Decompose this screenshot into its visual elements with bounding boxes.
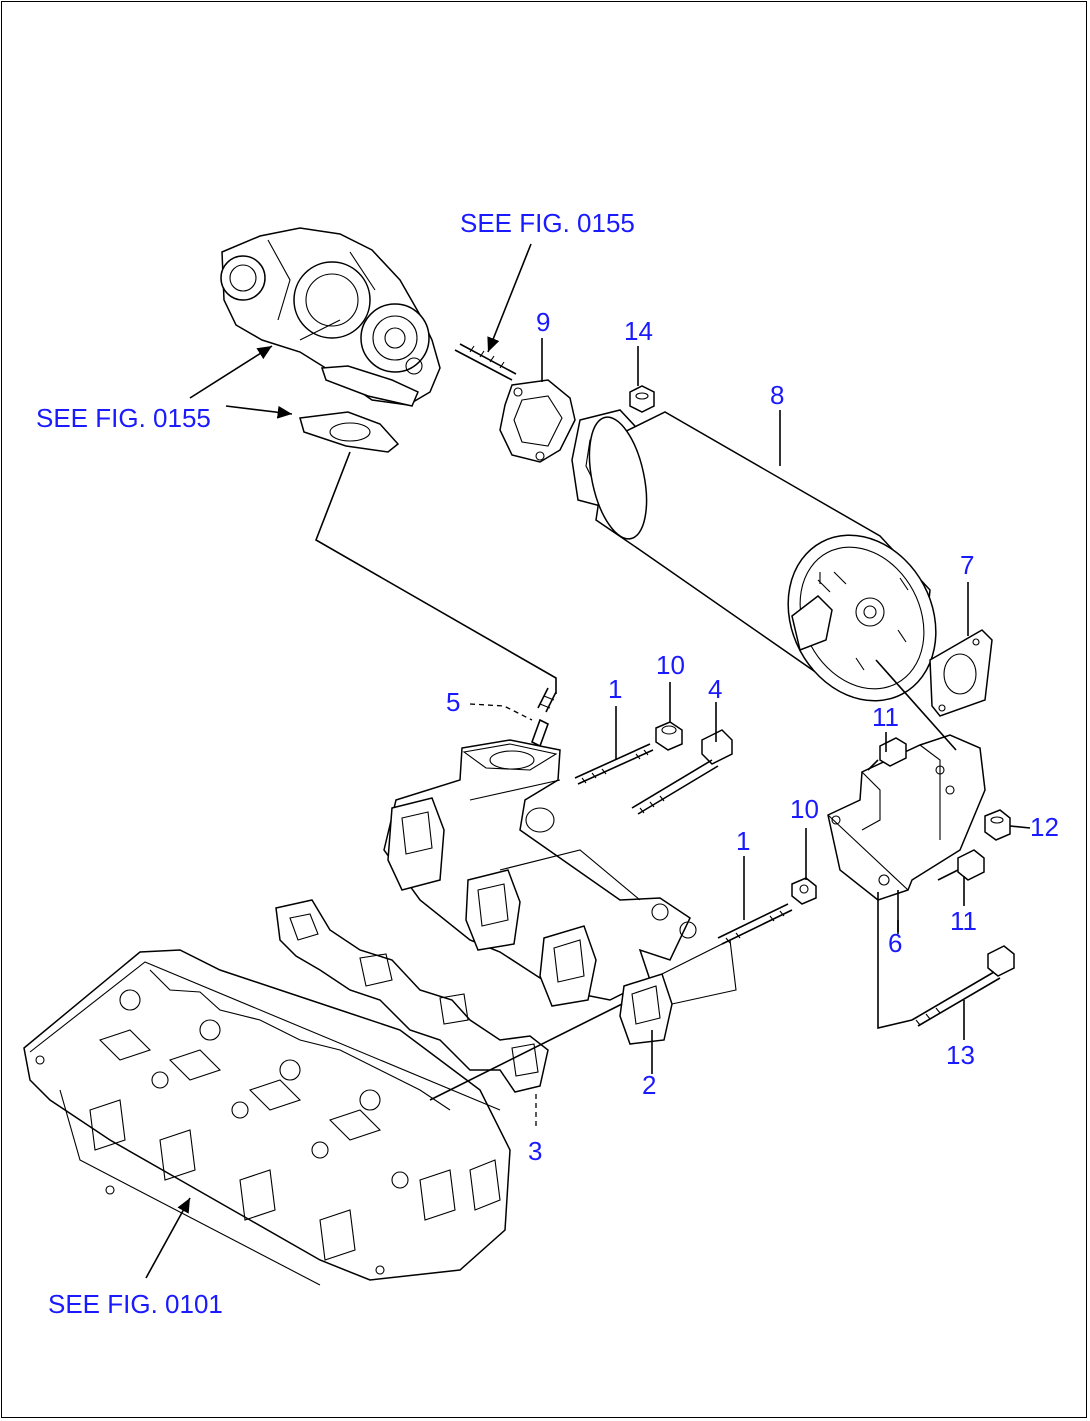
- part-label-11-lower: 11: [950, 906, 977, 936]
- muffler-8: [571, 409, 937, 702]
- bolt-11-lower: [937, 849, 985, 881]
- part-label-5: 5: [446, 687, 460, 717]
- nut-10-upper: [655, 721, 683, 751]
- part-label-10-lower: 10: [790, 794, 819, 824]
- nut-14: [629, 385, 655, 413]
- turbo-flange-gasket: [299, 411, 400, 453]
- part-label-2: 2: [642, 1070, 656, 1100]
- reference-label-cylinder-head: SEE FIG. 0101: [48, 1289, 223, 1319]
- part-label-1-lower: 1: [736, 826, 750, 856]
- turbocharger: [220, 227, 441, 407]
- part-label-14: 14: [624, 316, 653, 346]
- part-label-10-upper: 10: [656, 650, 685, 680]
- manifold-gasket-3: [275, 899, 549, 1093]
- part-label-8: 8: [770, 380, 784, 410]
- part-label-13: 13: [946, 1040, 975, 1070]
- gasket-7: [929, 629, 993, 717]
- callout-leaders: [145, 243, 1031, 1279]
- turbo-outlet-stud: [454, 343, 517, 381]
- bolt-4: [631, 729, 733, 815]
- stud-5: [531, 687, 557, 748]
- stud-1-lower: [717, 903, 793, 945]
- washer-10-lower: [791, 877, 817, 905]
- part-label-3: 3: [528, 1136, 542, 1166]
- part-label-12: 12: [1030, 812, 1059, 842]
- assembly-lines: [315, 451, 957, 1128]
- bolt-13: [911, 945, 1015, 1027]
- stud-1-upper: [574, 743, 654, 785]
- gasket-9: [499, 379, 576, 463]
- part-label-9: 9: [536, 307, 550, 337]
- part-label-11-upper: 11: [872, 702, 899, 732]
- part-label-1-upper: 1: [608, 674, 622, 704]
- part-label-4: 4: [708, 674, 722, 704]
- reference-label-turbo-top: SEE FIG. 0155: [460, 208, 635, 238]
- nut-12: [984, 809, 1011, 841]
- cylinder-head: [23, 949, 511, 1286]
- part-label-6: 6: [888, 928, 902, 958]
- part-label-7: 7: [960, 550, 974, 580]
- reference-label-turbo-left: SEE FIG. 0155: [36, 403, 211, 433]
- exhaust-manifold-2: [383, 739, 737, 1045]
